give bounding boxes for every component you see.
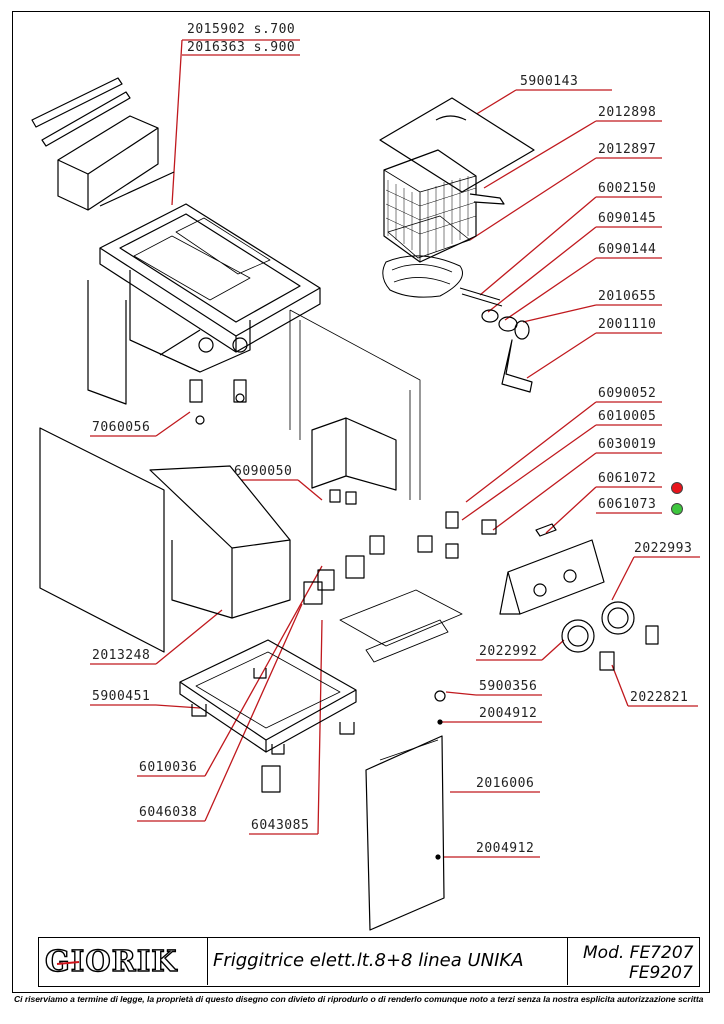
- part-label-5900451: 5900451: [92, 689, 151, 704]
- part-label-2016363: 2016363 s.900: [187, 40, 296, 55]
- part-label-2022993: 2022993: [634, 541, 693, 556]
- part-label-5900356: 5900356: [479, 679, 538, 694]
- brand-logo: GIORIK: [39, 938, 208, 985]
- part-label-2012897: 2012897: [598, 142, 657, 157]
- product-description-text: Friggitrice elett.lt.8+8 linea UNIKA: [213, 950, 524, 971]
- part-label-6030019: 6030019: [598, 437, 657, 452]
- part-label-6010036: 6010036: [139, 760, 198, 775]
- part-label-2012898: 2012898: [598, 105, 657, 120]
- part-label-2022992: 2022992: [479, 644, 538, 659]
- red-indicator-dot: [671, 482, 683, 494]
- svg-text:GIORIK: GIORIK: [45, 944, 178, 978]
- part-label-6090052: 6090052: [598, 386, 657, 401]
- part-label-6002150: 6002150: [598, 181, 657, 196]
- model-box: Mod. FE7207 FE9207: [567, 938, 699, 985]
- drawing-frame: [12, 11, 710, 993]
- product-description: Friggitrice elett.lt.8+8 linea UNIKA: [207, 938, 568, 985]
- part-label-6090144: 6090144: [598, 242, 657, 257]
- copyright-disclaimer: Ci riserviamo a termine di legge, la pro…: [14, 994, 704, 1004]
- part-label-2013248: 2013248: [92, 648, 151, 663]
- title-block: GIORIK Friggitrice elett.lt.8+8 linea UN…: [38, 937, 700, 987]
- part-label-6010005: 6010005: [598, 409, 657, 424]
- leader-lines: [90, 39, 700, 858]
- part-label-7060056: 7060056: [92, 420, 151, 435]
- part-label-2004912-a: 2004912: [479, 706, 538, 721]
- model-label: Mod. FE7207: [583, 943, 694, 963]
- part-label-2001110: 2001110: [598, 317, 657, 332]
- part-label-2016006: 2016006: [476, 776, 535, 791]
- part-label-6090050: 6090050: [234, 464, 293, 479]
- part-label-6043085: 6043085: [251, 818, 310, 833]
- part-label-6061073: 6061073: [598, 497, 657, 512]
- part-label-2010655: 2010655: [598, 289, 657, 304]
- giorik-logo: GIORIK: [44, 943, 178, 978]
- part-label-2022821: 2022821: [630, 690, 689, 705]
- machine-parts: [31, 77, 659, 931]
- part-label-2004912-b: 2004912: [476, 841, 535, 856]
- part-label-5900143: 5900143: [520, 74, 579, 89]
- part-label-2015902: 2015902 s.700: [187, 22, 296, 37]
- part-label-6046038: 6046038: [139, 805, 198, 820]
- part-label-6090145: 6090145: [598, 211, 657, 226]
- model-second-code: FE9207: [629, 963, 693, 983]
- part-label-6061072: 6061072: [598, 471, 657, 486]
- green-indicator-dot: [671, 503, 683, 515]
